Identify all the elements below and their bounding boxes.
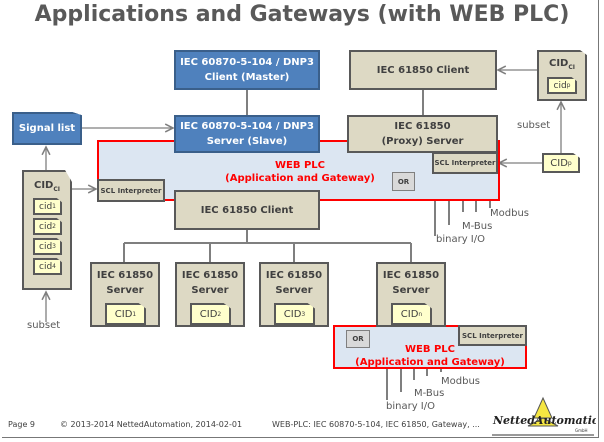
svg-text:GmbH: GmbH <box>575 428 588 433</box>
bus-binary-io-bottom: binary I/O <box>386 401 435 412</box>
subset-label-right: subset <box>517 120 551 131</box>
bus-mbus-bottom: M-Bus <box>414 388 445 399</box>
signal-list-box: Signal list <box>12 112 82 145</box>
signal-list-label: Signal list <box>18 123 76 134</box>
proxy-line1: IEC 61850 <box>394 121 451 132</box>
scl-interpreter-right: SCL Interpreter <box>432 152 498 174</box>
proxy-server-box: IEC 61850 (Proxy) Server <box>347 115 498 153</box>
web-plc-bottom-label: WEB PLC(Application and Gateway) <box>355 344 505 368</box>
or-gate-bottom: OR <box>346 330 370 348</box>
iec61850-client-top-box: IEC 61850 Client <box>349 50 497 90</box>
bus-mbus: M-Bus <box>462 221 493 232</box>
cid-ci-right-label: CIDCI <box>548 58 575 71</box>
slide-frame <box>2 0 599 438</box>
scl-interpreter-bottom: SCL Interpreter <box>458 325 527 346</box>
bus-binary-io: binary I/O <box>436 234 485 245</box>
web-plc-top-label: WEB PLC (Application and Gateway) <box>215 159 385 185</box>
or-gate: OR <box>392 172 415 191</box>
web-plc-subtitle: (Application and Gateway) <box>225 173 375 184</box>
bus-modbus-bottom: Modbus <box>441 376 480 387</box>
slave-line1: IEC 60870-5-104 / DNP3 <box>180 121 314 132</box>
cid-ci-left-label: CIDCI <box>33 180 60 193</box>
footer-page: Page 9 <box>8 420 35 429</box>
slide-title: Applications and Gateways (with WEB PLC) <box>34 2 570 27</box>
slave-line2: Server (Slave) <box>206 136 288 147</box>
web-plc-title: WEB PLC <box>274 160 325 171</box>
master-line1: IEC 60870-5-104 / DNP3 <box>180 57 314 68</box>
bus-modbus: Modbus <box>490 208 529 219</box>
iec61850-client-box: IEC 61850 Client <box>174 190 320 230</box>
master-line2: Client (Master) <box>204 72 290 83</box>
proxy-line2: (Proxy) Server <box>381 136 464 147</box>
subset-label-left: subset <box>27 320 61 331</box>
svg-text:NettedAutomation: NettedAutomation <box>492 414 596 427</box>
footer-copyright: © 2013-2014 NettedAutomation, 2014-02-01 <box>60 420 243 429</box>
footer-topic: WEB-PLC: IEC 60870-5-104, IEC 61850, Gat… <box>272 420 480 429</box>
scl-interpreter-left: SCL Interpreter <box>97 179 165 202</box>
